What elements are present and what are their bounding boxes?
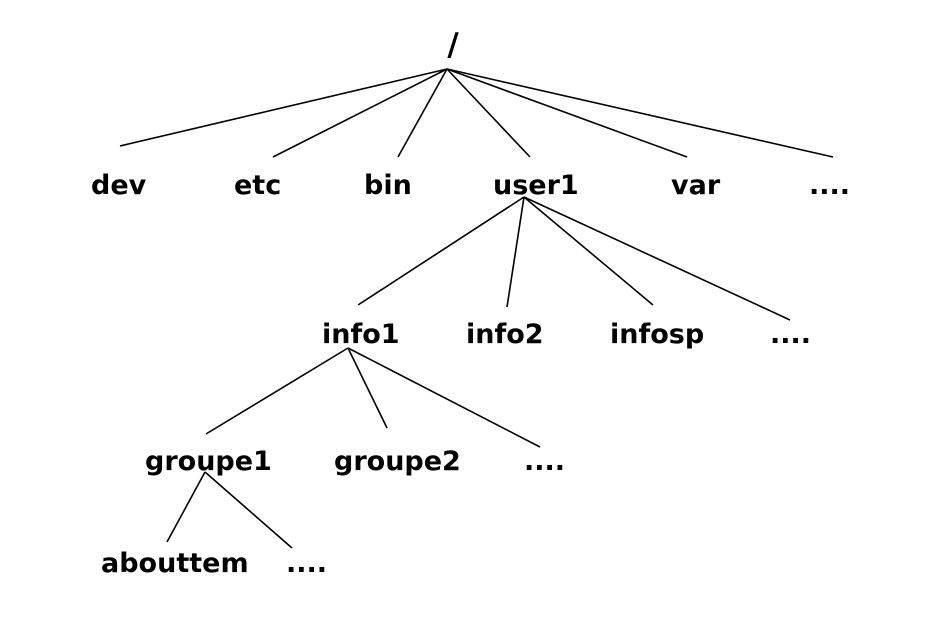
tree-edge-user1-to-infosp: [523, 196, 654, 306]
tree-edge-user1-to-info1: [357, 196, 525, 306]
tree-edge-root-to-l1dots: [446, 68, 834, 158]
tree-edge-groupe1-to-abouttem: [166, 471, 206, 543]
tree-node-var: var: [671, 170, 721, 201]
tree-node-abouttem: abouttem: [101, 548, 249, 579]
tree-node-groupe1: groupe1: [145, 446, 272, 477]
tree-edge-info1-to-l3dots: [347, 347, 541, 448]
tree-node-bin: bin: [364, 170, 412, 201]
tree-node-groupe2: groupe2: [334, 446, 461, 477]
tree-edge-root-to-var: [446, 68, 688, 158]
tree-node-dev: dev: [91, 170, 147, 201]
tree-node-user1: user1: [493, 170, 579, 201]
tree-node-l4dots: ....: [286, 548, 327, 579]
tree-edge-info1-to-groupe1: [205, 347, 349, 435]
tree-nodes-group: / dev etc bin user1 var.... info1 info2 infosp..…: [91, 27, 850, 579]
tree-edge-root-to-etc: [272, 68, 448, 158]
tree-edge-user1-to-l2dots: [523, 196, 791, 321]
tree-edge-user1-to-info2: [506, 196, 525, 308]
tree-node-root: /: [447, 27, 459, 63]
tree-node-info1: info1: [322, 319, 400, 350]
tree-node-l3dots: ....: [524, 446, 565, 477]
tree-edges-group: [119, 68, 834, 549]
tree-node-l2dots: ....: [770, 319, 811, 350]
tree-node-l1dots: ....: [809, 170, 850, 201]
tree-node-etc: etc: [234, 170, 281, 201]
tree-edge-root-to-user1: [446, 68, 531, 158]
tree-node-infosp: infosp: [610, 319, 704, 350]
tree-edge-info1-to-groupe2: [347, 347, 388, 429]
tree-node-info2: info2: [466, 319, 544, 350]
tree-edge-root-to-bin: [397, 68, 448, 158]
tree-edge-groupe1-to-l4dots: [204, 471, 293, 549]
tree-edge-root-to-dev: [119, 68, 448, 147]
